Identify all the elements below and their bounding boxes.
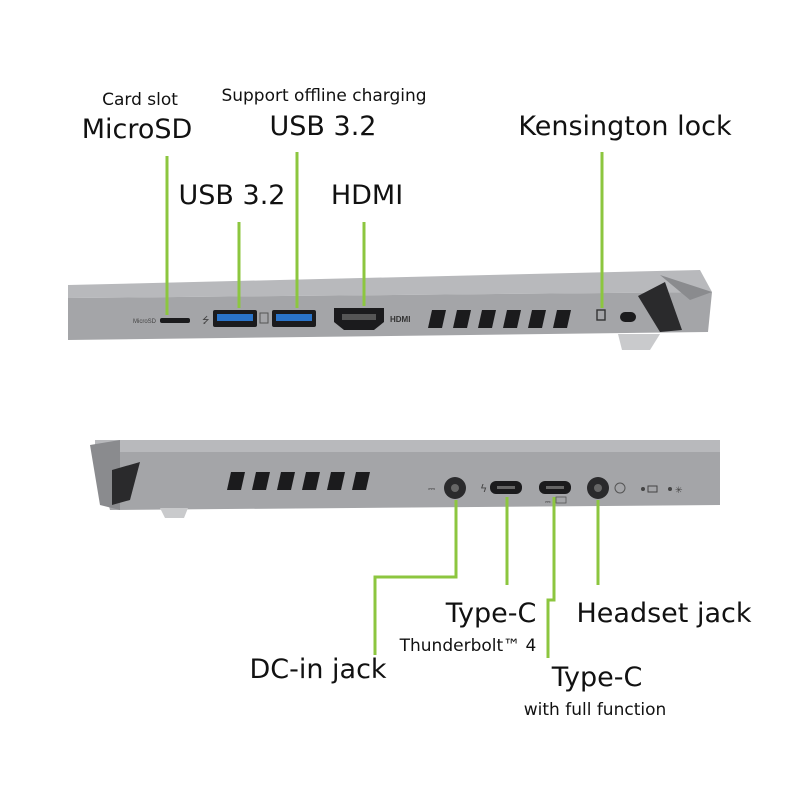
microsd-label: MicroSD [81, 114, 193, 145]
hdmi-label: HDMI [330, 180, 404, 211]
chassis-body-2 [95, 452, 720, 510]
vent-slat [352, 472, 370, 490]
thunderbolt-icon: ϟ [480, 482, 487, 495]
hdmi-marking: HDMI [390, 315, 410, 324]
right-side-view: ⎓ ϟ ⎓ ✳ [90, 440, 720, 518]
vent-slat [553, 310, 571, 328]
card-slot-caption: Card slot [102, 90, 178, 110]
usb-left-label: USB 3.2 [178, 180, 286, 211]
vent-slat [453, 310, 471, 328]
usb-port-left-tongue [217, 314, 253, 321]
headset-jack-label: Headset jack [576, 598, 752, 629]
usb-symbol-icon: ⭍ [202, 315, 210, 326]
dc-in-jack-label: DC-in jack [249, 654, 387, 685]
thunderbolt-caption: Thunderbolt™ 4 [399, 636, 537, 656]
leader-lines [165, 152, 604, 658]
laptop-foot-2 [160, 508, 188, 518]
type-c-full-label: Type-C [551, 662, 643, 693]
battery-usb-icon [259, 312, 269, 324]
type-c-thunderbolt-tongue [497, 486, 515, 489]
microsd-marking: MicroSD [133, 319, 157, 325]
laptop-foot [618, 334, 660, 350]
kensington-icon [596, 309, 606, 321]
dc-symbol-icon-2: ⎓ [545, 498, 551, 506]
type-c-full-tongue [546, 486, 564, 489]
dc-symbol-icon: ⎓ [428, 485, 435, 495]
vent-slat [528, 310, 546, 328]
power-led-icon-2 [668, 487, 672, 491]
chassis-lid-edge-2 [95, 440, 720, 452]
vent-slat [277, 472, 295, 490]
dc-in-port-pin [451, 484, 459, 492]
vent-slat [302, 472, 320, 490]
chassis-body [68, 292, 712, 340]
usb-right-label: USB 3.2 [269, 111, 377, 142]
left-side-view: MicroSD ⭍ HDMI [68, 270, 712, 350]
headset-jack-hole [594, 484, 602, 492]
type-c-thunderbolt-label: Type-C [445, 598, 537, 629]
vent-slat [327, 472, 345, 490]
left-vents [428, 310, 571, 328]
kensington-slot [620, 312, 636, 322]
leader-type-c-full [546, 497, 556, 658]
kensington-label: Kensington lock [518, 111, 732, 142]
hinge-dark-cut [638, 282, 682, 332]
vent-slat [503, 310, 521, 328]
leader-dc-in [373, 500, 458, 655]
hdmi-port-inner [342, 314, 376, 320]
vent-slat [428, 310, 446, 328]
vent-slat [478, 310, 496, 328]
offline-charging-caption: Support offline charging [221, 86, 427, 106]
display-port-icon [555, 496, 567, 504]
power-led-icon [641, 487, 645, 491]
hinge-dark-cut-2 [112, 462, 140, 505]
vent-slat [227, 472, 245, 490]
headset-icon [614, 482, 626, 494]
right-vents [227, 472, 370, 490]
battery-led-icon [647, 485, 658, 493]
vent-slat [252, 472, 270, 490]
full-function-caption: with full function [523, 700, 667, 720]
usb-port-right-tongue [276, 314, 312, 321]
chassis-lid-edge [68, 270, 712, 298]
microsd-slot [160, 318, 190, 323]
light-icon: ✳ [675, 486, 683, 496]
chassis-hinge [660, 275, 712, 300]
